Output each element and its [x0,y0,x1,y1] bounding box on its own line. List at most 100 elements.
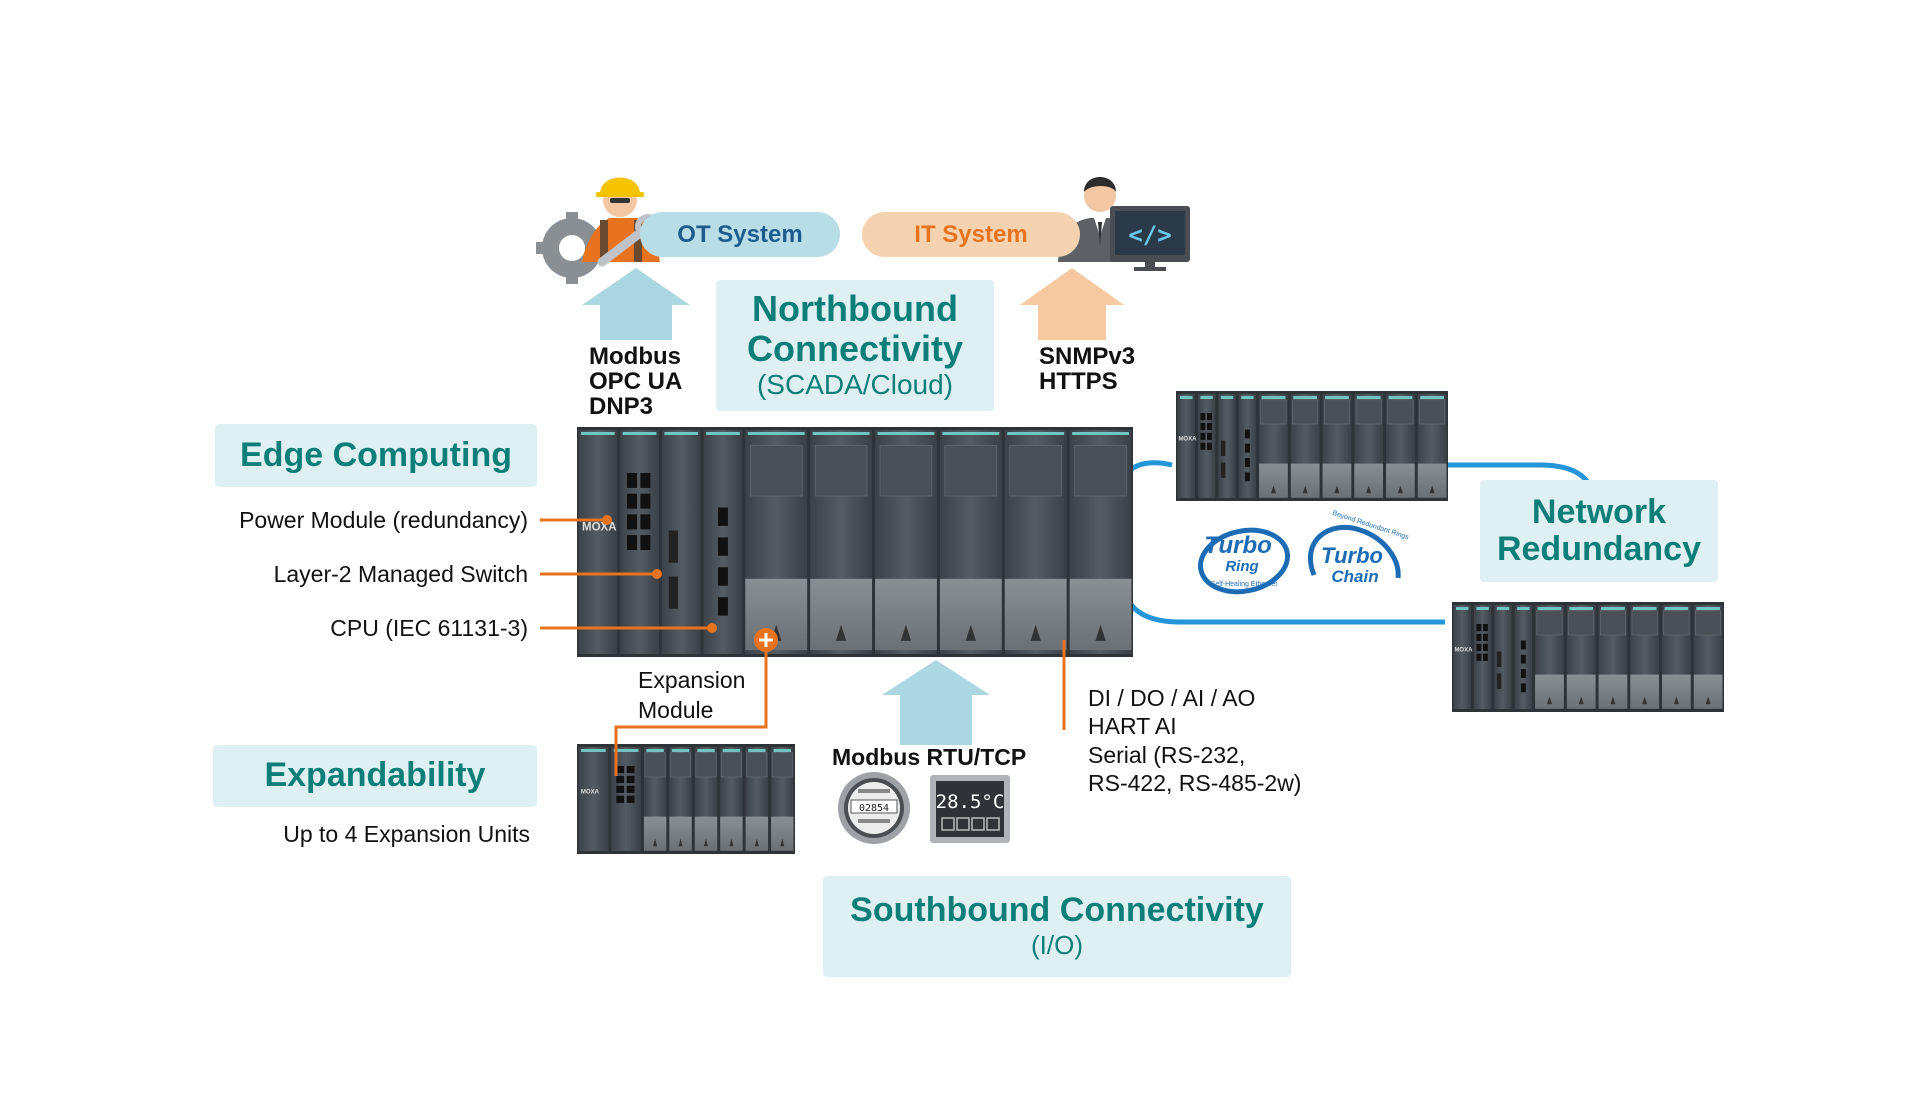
io-type-serial-2: RS-422, RS-485-2w) [1088,769,1302,796]
rack-bottom-io-indicator-panel [1599,610,1626,636]
io-type-digital-analog: DI / DO / AI / AO [1088,685,1256,711]
expansion-rack-switch-port [626,795,635,803]
rack-top-switch-port [1207,432,1212,440]
main-rack-warning-icon [835,624,847,641]
rack-top-cpu-port [1244,472,1250,482]
rack-top-switch-port [1200,432,1206,440]
expansion-rack-switch-port [616,795,625,803]
rack-top-cpu-port [1244,429,1250,439]
expansion-rack-left-module [578,747,609,851]
main-rack-switch-port [640,473,651,488]
southbound-up-arrow [882,660,990,745]
rack-top-switch-port [1207,442,1212,450]
rack-bottom-switch-port [1483,653,1488,661]
it-protocol-list: SNMPv3 HTTPS [1039,344,1135,395]
expansion-rack-module-led [613,749,639,752]
rack-top-switch-port [1200,422,1206,431]
rack-top-switch-port [1207,422,1212,431]
ot-up-arrow [582,268,690,340]
rack-top-warning-icon [1429,485,1435,494]
rack-bottom-module-led [1456,607,1469,610]
expansion-rack-io-led [773,749,791,752]
rack-top-warning-icon [1302,485,1308,494]
expansion-rack-io-indicator-panel [670,752,692,778]
expansion-unit-rack: MOXA [577,744,795,854]
expansion-rack-switch-port [626,775,635,784]
rack-top-cpu-port [1244,458,1250,467]
rack-top-switch-port [1207,413,1212,421]
module-label-switch: Layer-2 Managed Switch [170,561,528,589]
svg-text:</>: </> [1128,221,1171,249]
rack-top-io-led [1325,396,1349,399]
main-rack-io-led [877,432,935,435]
main-rack-warning-icon [1095,624,1106,641]
temperature-readout: 28.5°C [936,791,1005,813]
main-rack-moxa-logo: MOXA [582,522,617,534]
northbound-title-2: Connectivity [746,327,964,369]
rack-bottom-serial-port [1496,651,1502,667]
main-rack-io-led [1072,432,1129,435]
turbo-ring-tagline: Self-Healing Ethernet [1211,581,1278,588]
temperature-controller-icon: 28.5°C [930,775,1010,843]
turbo-ring-logo: Turbo Ring Self-Healing Ethernet [1198,527,1290,595]
main-rack-io-indicator-panel [749,445,803,497]
northbound-box: Northbound Connectivity (SCADA/Cloud) [716,280,994,411]
northbound-title-1: Northbound [752,288,958,330]
digital-meter-icon: 02854 [838,772,910,844]
rack-top-io-led [1356,396,1381,399]
northbound-subtitle: (SCADA/Cloud) [756,369,954,401]
rack-bottom-warning-icon [1610,696,1616,705]
main-rack-module-led [622,432,657,435]
main-rack-io-indicator-panel [1009,445,1062,497]
rack-bottom-module-led [1496,607,1510,610]
rack-bottom-io-indicator-panel [1536,610,1563,636]
ot-protocol-list: Modbus OPC UA DNP3 [589,344,682,420]
rack-bottom-io-led [1537,607,1562,610]
rack-top-io-indicator-panel [1323,399,1350,425]
rack-bottom-switch-port [1476,643,1482,651]
main-rack-switch-port [627,535,638,551]
expansion-rack-terminal-block [669,816,692,851]
turbo-chain-logo: Turbo Chain Beyond Redundant Rings [1307,510,1410,586]
module-label-cpu: CPU (IEC 61131-3) [170,615,528,643]
edge-computing-title: Edge Computing [240,435,512,474]
southbound-box: Southbound Connectivity (I/O) [823,876,1291,977]
expandability-subtitle-text: Up to 4 Expansion Units [283,821,530,847]
rack-bottom-warning-icon [1546,696,1553,705]
network-redundancy-title-1: Network [1531,492,1667,531]
expansion-rack-warning-icon [780,838,785,847]
expansion-rack-io-led [748,749,766,752]
expansion-rack-io-led [722,749,741,752]
main-rack-switch-port [640,514,651,530]
rack-bottom-switch-port [1483,624,1488,632]
rack-top-switch-port [1200,413,1206,421]
modbus-rtu-text: Modbus RTU/TCP [832,744,1027,770]
it-system-label: IT System [914,220,1028,248]
rack-bottom-switch-port [1483,643,1488,651]
expansion-module-line2: Module [638,696,714,723]
main-rack-serial-port [668,530,678,563]
ot-system-label: OT System [677,220,803,248]
expansion-plus-icon [754,628,778,652]
expansion-rack-warning-icon [678,838,683,847]
main-controller-rack: MOXA [577,427,1133,657]
rack-bottom-io-indicator-panel [1663,610,1690,636]
main-rack-cpu-port [717,597,728,616]
southbound-subtitle: (I/O) [1031,929,1083,960]
expansion-rack-terminal-block [771,816,794,851]
expansion-module-label: Expansion Module [638,667,745,724]
redundant-rack-top: MOXA [1176,391,1448,501]
expansion-rack-warning-icon [703,838,709,847]
expansion-rack-terminal-block [694,816,718,851]
main-rack-left-module [620,430,659,654]
rack-top-left-module [1177,394,1195,498]
rack-bottom-switch-port [1476,633,1482,642]
expansion-rack-io-led [671,749,690,752]
main-rack-cpu-port [717,507,728,526]
expansion-rack-terminal-block [745,816,769,851]
rack-top-serial-port [1220,462,1226,478]
main-rack-left-module [661,430,701,654]
rack-bottom-moxa-logo: MOXA [1454,648,1473,654]
main-rack-warning-icon [965,624,977,641]
expansion-rack-io-indicator-panel [720,752,742,778]
